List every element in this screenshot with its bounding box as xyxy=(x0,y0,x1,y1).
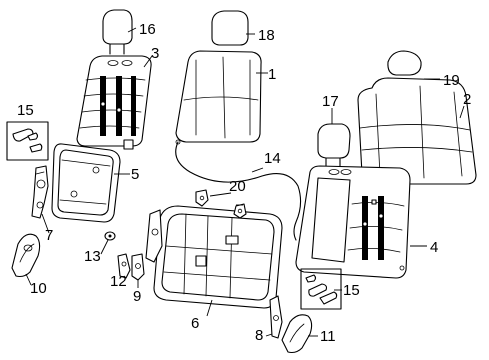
hinge-lower xyxy=(269,295,283,339)
callout-9: 9 xyxy=(133,288,141,305)
callout-14: 14 xyxy=(264,150,281,167)
callout-2: 2 xyxy=(463,91,471,108)
small-bracket xyxy=(117,253,131,279)
clips xyxy=(195,189,247,219)
side-shield-left xyxy=(11,233,41,278)
callout-5: 5 xyxy=(131,166,139,183)
callout-10: 10 xyxy=(30,280,47,297)
callout-4: 4 xyxy=(430,239,438,256)
callout-6: 6 xyxy=(191,315,199,332)
seat-cushion-frame xyxy=(145,205,283,309)
headrest-small xyxy=(317,123,351,167)
callout-16: 16 xyxy=(139,21,156,38)
bracket-set-lower xyxy=(300,268,342,310)
headrest-left xyxy=(102,9,133,55)
callout-12: 12 xyxy=(110,273,127,290)
hinge-link xyxy=(131,253,145,281)
recliner-mechanism-left xyxy=(31,165,49,219)
seat-back-heater-pad xyxy=(76,55,152,150)
callout-17: 17 xyxy=(322,93,339,110)
headrest-rear xyxy=(387,50,422,76)
callout-19: 19 xyxy=(443,72,460,89)
callout-7: 7 xyxy=(45,227,53,244)
callout-8: 8 xyxy=(255,327,263,344)
callout-15-upper: 15 xyxy=(17,102,34,119)
callout-15-lower: 15 xyxy=(343,282,360,299)
callout-11: 11 xyxy=(320,328,336,345)
release-cable xyxy=(175,139,302,241)
leader-lines xyxy=(25,27,465,337)
callout-20: 20 xyxy=(229,178,246,195)
knob xyxy=(104,231,116,241)
rear-seat-back xyxy=(357,77,477,185)
seat-back-cover xyxy=(175,50,262,143)
callout-3: 3 xyxy=(151,45,159,62)
callout-18: 18 xyxy=(258,27,275,44)
seat-back-frame xyxy=(51,143,121,223)
callout-13: 13 xyxy=(84,248,101,265)
side-shield-right xyxy=(281,314,313,354)
callout-labels: 16 3 18 1 19 2 15 17 14 5 20 7 4 13 10 1… xyxy=(17,21,471,345)
bracket-set-upper xyxy=(6,121,49,161)
headrest-center xyxy=(211,10,249,46)
callout-1: 1 xyxy=(268,66,276,83)
rear-seat-back-frame xyxy=(295,165,411,279)
